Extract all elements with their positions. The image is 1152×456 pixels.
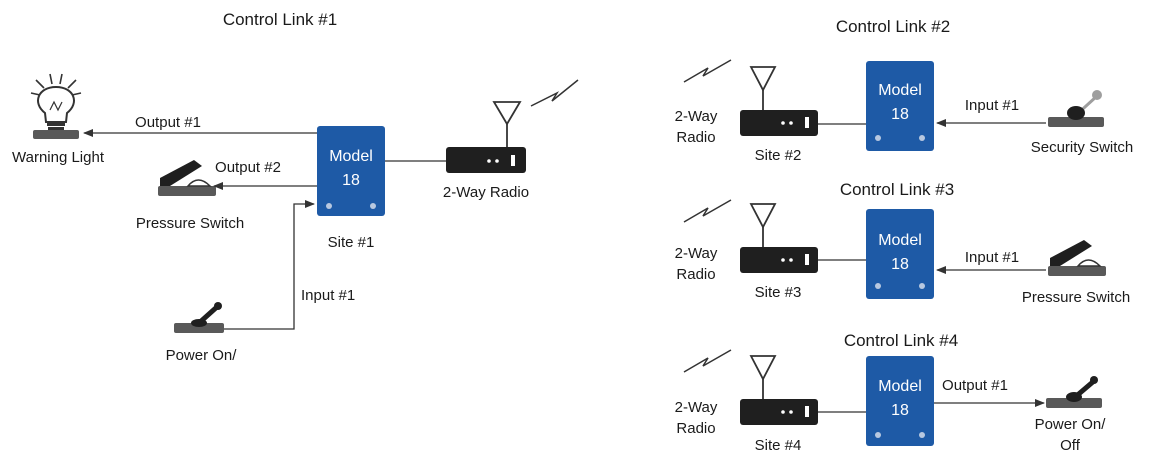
link1-site-label: Site #1: [328, 234, 375, 251]
link3-pressure-switch-icon: [1048, 240, 1106, 276]
warning-light-icon: [30, 73, 82, 139]
link3-radio-label-1: 2-Way: [675, 245, 718, 262]
link1-output2-label: Output #2: [215, 159, 281, 176]
link1-pressure-switch-label: Pressure Switch: [136, 215, 244, 232]
link2-model-18-box[interactable]: Model 18: [866, 61, 934, 151]
link4-power-label-2: Off: [1060, 437, 1081, 454]
power-switch-icon: [174, 302, 224, 333]
link1-input1-wire: [224, 200, 315, 330]
link2-radio-icon: [740, 110, 818, 136]
pressure-switch-icon: [158, 160, 216, 196]
link4-site-label: Site #4: [755, 437, 802, 454]
link1-radio-label: 2-Way Radio: [443, 184, 529, 201]
link4-model-18-box[interactable]: Model 18: [866, 356, 934, 446]
radio-icon: [446, 79, 579, 173]
link2-input1-label: Input #1: [965, 97, 1019, 114]
link1-model-label: Model: [329, 148, 373, 165]
link2-title: Control Link #2: [836, 17, 950, 36]
link3-site-label: Site #3: [755, 284, 802, 301]
link4-radio-label-2: Radio: [676, 420, 715, 437]
link2-antenna-icon: [683, 59, 777, 110]
link4-model-label: Model: [878, 378, 922, 395]
link3-input1-label: Input #1: [965, 249, 1019, 266]
control-link-4: Control Link #4 2-Way Radio Site #4 Mode…: [675, 331, 1107, 454]
link2-model-number: 18: [891, 106, 909, 123]
link3-model-label: Model: [878, 232, 922, 249]
link3-pressure-switch-label: Pressure Switch: [1022, 289, 1130, 306]
link3-model-number: 18: [891, 256, 909, 273]
control-link-2: Control Link #2 2-Way Radio Site #2 Mode…: [675, 17, 1134, 164]
link4-output1-label: Output #1: [942, 377, 1008, 394]
link4-antenna-icon: [683, 349, 777, 399]
link4-model-number: 18: [891, 402, 909, 419]
link2-model-label: Model: [878, 82, 922, 99]
control-link-1: Control Link #1 Model 18 Site #1 Warning…: [12, 10, 579, 364]
link4-title: Control Link #4: [844, 331, 958, 350]
link3-antenna-icon: [683, 199, 777, 247]
link4-power-label-1: Power On/: [1035, 416, 1107, 433]
warning-light-label: Warning Light: [12, 149, 105, 166]
link4-radio-icon: [740, 399, 818, 425]
link2-site-label: Site #2: [755, 147, 802, 164]
link4-power-switch-icon: [1046, 376, 1102, 408]
security-switch-icon: [1048, 90, 1104, 127]
link1-model-number: 18: [342, 172, 360, 189]
link1-title: Control Link #1: [223, 10, 337, 29]
link2-security-switch-label: Security Switch: [1031, 139, 1134, 156]
link1-power-on-label: Power On/: [166, 347, 238, 364]
link1-input1-label: Input #1: [301, 287, 355, 304]
link2-radio-label-1: 2-Way: [675, 108, 718, 125]
control-link-3: Control Link #3 2-Way Radio Site #3 Mode…: [675, 180, 1131, 306]
link3-radio-label-2: Radio: [676, 266, 715, 283]
link4-radio-label-1: 2-Way: [675, 399, 718, 416]
link3-model-18-box[interactable]: Model 18: [866, 209, 934, 299]
link1-output1-label: Output #1: [135, 114, 201, 131]
link3-title: Control Link #3: [840, 180, 954, 199]
link3-radio-icon: [740, 247, 818, 273]
link1-model-18-box[interactable]: Model 18: [317, 126, 385, 216]
link2-radio-label-2: Radio: [676, 129, 715, 146]
